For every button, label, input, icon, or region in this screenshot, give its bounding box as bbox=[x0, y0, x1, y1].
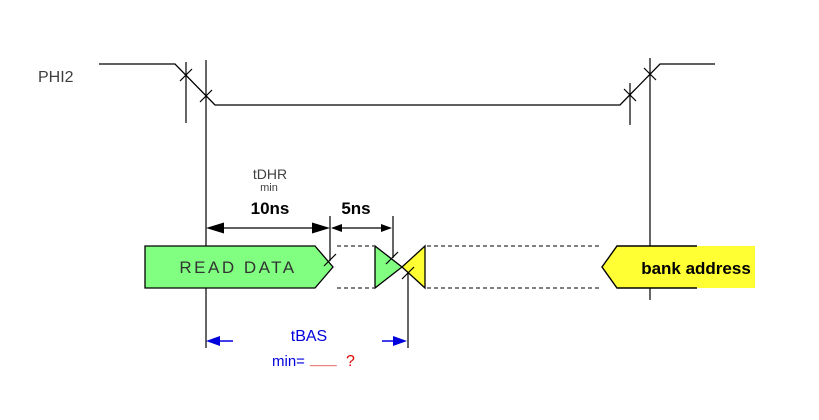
timing-name-tdhr: tDHR bbox=[253, 166, 287, 182]
arrowhead-left-icon bbox=[206, 222, 224, 234]
bank-address-bus-outline bbox=[601, 245, 697, 289]
timing-qualifier-min: min bbox=[260, 182, 278, 194]
timing-value-5ns: 5ns bbox=[341, 199, 370, 218]
edge-cross-mark bbox=[199, 89, 213, 103]
edge-cross-mark bbox=[385, 251, 399, 265]
edge-cross-mark bbox=[401, 266, 415, 280]
edge-cross-mark bbox=[323, 253, 337, 267]
read-data-hold-shape bbox=[374, 244, 404, 290]
arrowhead-left-icon bbox=[331, 224, 342, 232]
arrowhead-right-icon bbox=[393, 336, 407, 346]
read-data-bus-shape bbox=[144, 245, 334, 289]
bank-address-bus-shape bbox=[602, 246, 755, 288]
signal-label-phi2: PHI2 bbox=[38, 69, 74, 86]
bus-label-bank-address: bank address bbox=[641, 259, 751, 278]
timing-blank-underline: ___ bbox=[309, 351, 338, 368]
timing-question-mark: ? bbox=[346, 353, 355, 370]
timing-value-10ns: 10ns bbox=[251, 199, 290, 218]
arrowhead-right-icon bbox=[312, 222, 330, 234]
timing-min-prefix: min= bbox=[272, 353, 305, 370]
edge-cross-mark bbox=[179, 68, 193, 82]
edge-cross-mark bbox=[643, 67, 657, 81]
bus-label-read-data: READ DATA bbox=[179, 258, 296, 277]
arrowhead-right-icon bbox=[381, 224, 392, 232]
arrowhead-left-icon bbox=[206, 336, 220, 346]
edge-cross-mark bbox=[623, 88, 637, 102]
timing-name-tbas: tBAS bbox=[291, 328, 327, 345]
phi2-waveform bbox=[99, 63, 715, 106]
